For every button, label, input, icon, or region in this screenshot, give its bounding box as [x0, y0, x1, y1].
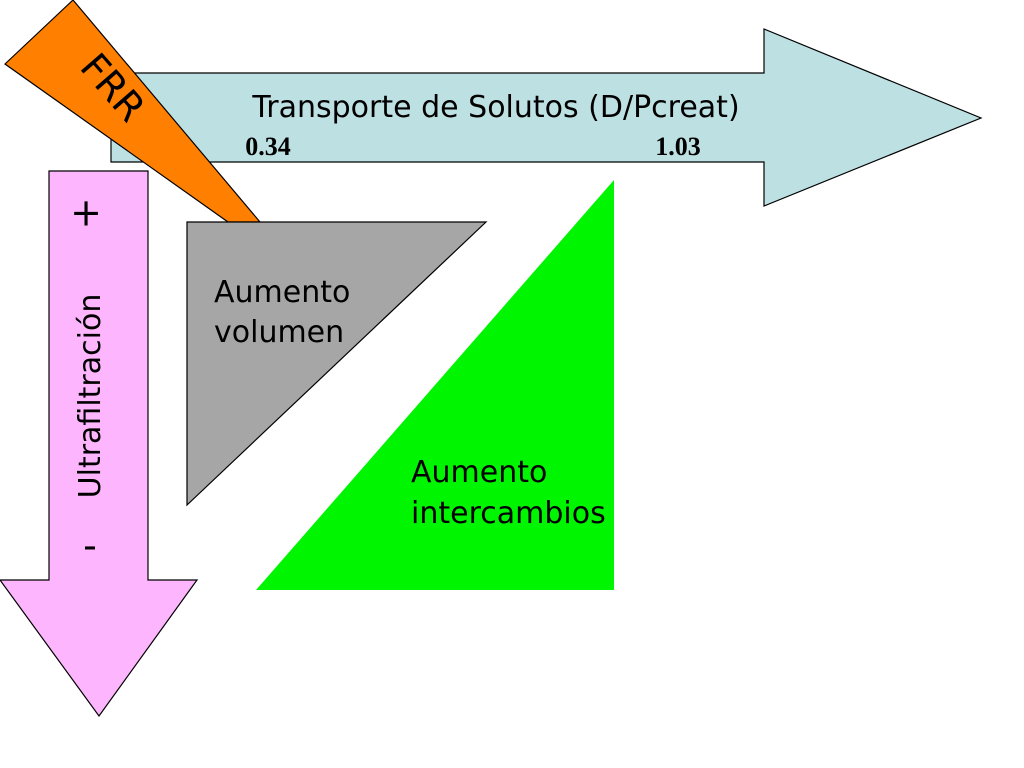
ultrafiltration-plus-sign: + — [70, 191, 102, 235]
ultrafiltration-minus-sign: - — [83, 524, 97, 568]
volume-label-line1: Aumento — [214, 275, 350, 310]
volume-label-line2: volumen — [214, 315, 344, 350]
transport-arrow — [110, 28, 983, 207]
volume-triangle — [186, 221, 488, 507]
exchange-triangle — [256, 180, 614, 590]
ultrafiltration-label: Ultrafiltración — [73, 294, 108, 499]
ultrafiltration-arrow — [0, 170, 199, 718]
transport-label: Transporte de Solutos (D/Pcreat) — [251, 90, 739, 125]
transport-high-value: 1.03 — [655, 132, 701, 161]
transport-low-value: 0.34 — [245, 132, 291, 161]
exchange-label-line1: Aumento — [411, 455, 547, 490]
exchange-label-line2: intercambios — [411, 496, 606, 531]
